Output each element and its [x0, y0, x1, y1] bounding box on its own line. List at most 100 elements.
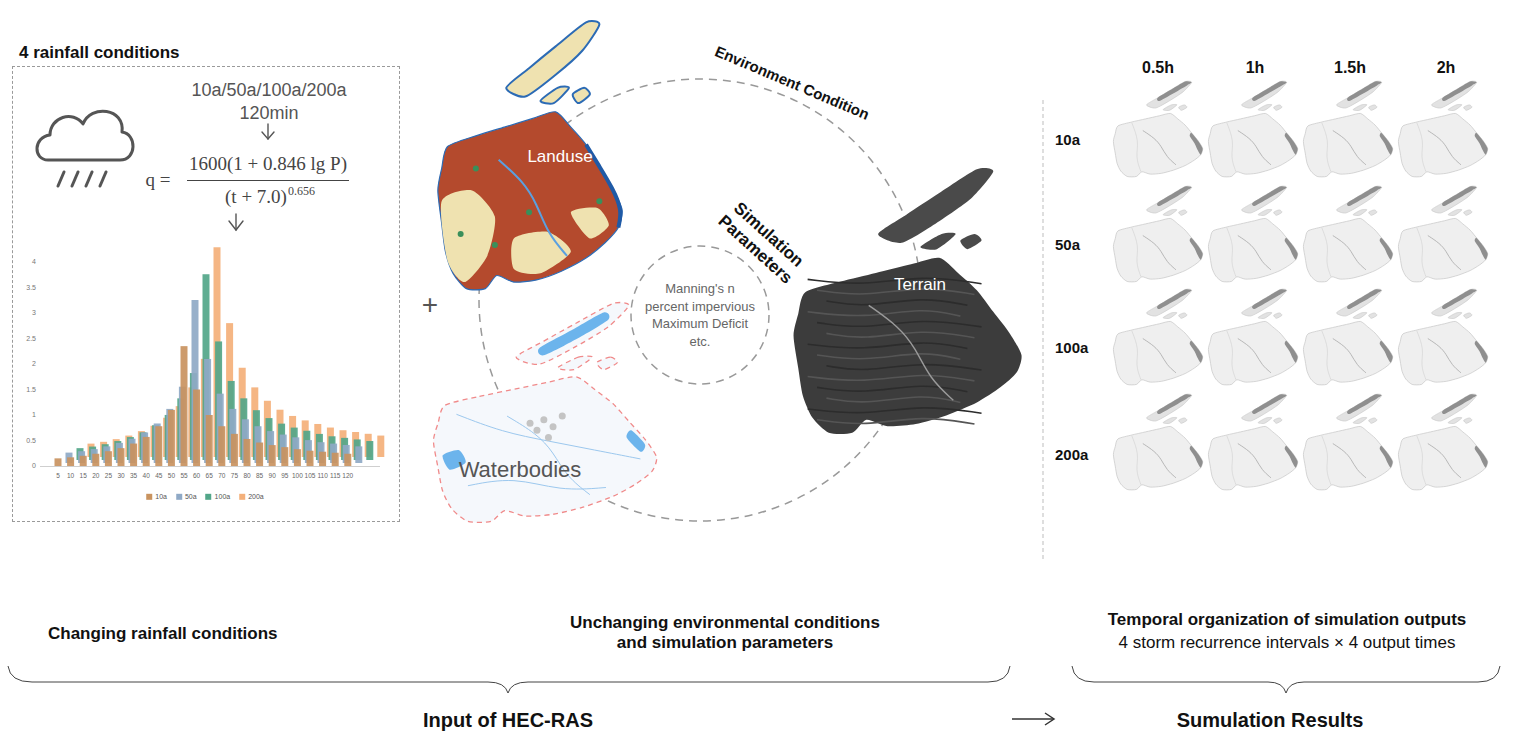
row-header: 50a — [1055, 236, 1080, 254]
legend-item: 50a — [176, 493, 197, 501]
district-line — [1227, 436, 1236, 485]
mini-island — [1353, 209, 1367, 215]
rain-bar — [80, 456, 87, 466]
mini-island — [1258, 104, 1272, 110]
mini-island — [1448, 312, 1462, 318]
x-tick: 105 — [305, 472, 316, 480]
district-line — [1417, 436, 1426, 485]
x-tick: 75 — [231, 472, 238, 480]
flood-strip — [1347, 394, 1382, 414]
y-tick: 4 — [32, 258, 36, 266]
text-holder: 1600(1 + 0.846 lg P) — [189, 153, 347, 176]
x-tick: 90 — [269, 472, 276, 480]
node-text: 10a/50a/100a/200a — [191, 80, 346, 102]
text-holder: Temporal organization of simulation outp… — [1108, 610, 1467, 630]
river-line — [468, 480, 606, 489]
text-holder: 200a — [1055, 446, 1088, 464]
district-line — [1417, 331, 1426, 380]
island-landuse — [540, 87, 569, 104]
landuse-map-node: Landuse — [435, 18, 625, 293]
text-holder: 95 — [281, 472, 288, 480]
island-landuse — [573, 88, 590, 103]
text-holder: Input of HEC-RAS — [423, 708, 593, 732]
rain-bar — [377, 436, 384, 457]
x-tick: 20 — [92, 472, 99, 480]
island-waterbodies — [558, 356, 593, 370]
x-tick: 10 — [67, 472, 74, 480]
text-holder: 100 — [292, 472, 303, 480]
legend-text: 100a — [215, 493, 231, 501]
district-line — [1227, 123, 1236, 172]
landuse-patch — [571, 207, 609, 238]
result-map — [1208, 289, 1297, 385]
district-line — [1417, 123, 1426, 172]
rain-bar — [344, 454, 351, 466]
text-holder: Landuse — [527, 147, 592, 167]
landuse-map — [438, 112, 622, 290]
formula-text: 1600(1 + 0.846 lg P) — [189, 153, 347, 176]
text-holder: Terrain — [894, 275, 946, 295]
y-tick: 2 — [32, 360, 36, 368]
mini-island — [1353, 312, 1367, 318]
district-line — [1132, 123, 1141, 172]
mini-island — [1369, 105, 1377, 110]
flood-strip — [1285, 238, 1298, 260]
text-holder: 55 — [180, 472, 187, 480]
text-holder: q = — [146, 169, 171, 192]
rain-line — [100, 172, 106, 186]
y-tick: 3.5 — [26, 283, 36, 291]
text-holder: 25 — [105, 472, 112, 480]
text-holder: 0.5h — [1142, 58, 1174, 77]
mini-island — [1464, 418, 1472, 423]
text-holder: Manning's n percent impervious Maximum D… — [644, 280, 756, 350]
mini-island — [1274, 210, 1282, 215]
mini-map — [1303, 321, 1392, 384]
x-tick: 85 — [256, 472, 263, 480]
mini-map — [1303, 426, 1392, 489]
text-holder: 15 — [80, 472, 87, 480]
x-tick: 80 — [243, 472, 250, 480]
green-patch — [458, 231, 464, 237]
x-tick: 100 — [292, 472, 303, 480]
text-holder: 10a/50a/100a/200a — [191, 80, 346, 102]
divider-line — [1043, 100, 1044, 560]
row-header: 100a — [1055, 339, 1088, 357]
terrain-texture — [808, 408, 982, 413]
result-map — [1113, 289, 1202, 385]
landuse-patch — [441, 190, 495, 282]
formula-text: q = — [146, 169, 171, 192]
x-tick: 60 — [193, 472, 200, 480]
node-heading: Terrain — [894, 275, 946, 295]
flood-strip — [1475, 238, 1488, 260]
legend-item: 100a — [206, 493, 231, 501]
text-holder: 1h — [1246, 58, 1265, 77]
brace — [1072, 666, 1500, 693]
terrain-texture — [826, 365, 981, 370]
rain-bar — [231, 434, 238, 466]
result-map — [1113, 81, 1202, 177]
mini-island — [1163, 312, 1177, 318]
text-holder: 4 rainfall conditions — [19, 43, 180, 63]
arrow-head — [262, 132, 274, 139]
flood-strip — [1190, 446, 1203, 468]
chart-baseline — [40, 466, 380, 467]
mini-island — [1448, 209, 1462, 215]
text-holder: 35 — [130, 472, 137, 480]
mini-island — [1163, 104, 1177, 110]
legend-text: 200a — [248, 493, 264, 501]
section-caption: Temporal organization of simulation outp… — [1108, 610, 1467, 630]
mini-island — [1431, 394, 1476, 421]
text-holder: 0.656 — [288, 183, 315, 197]
arrow-head — [229, 221, 243, 230]
text-holder: 85 — [256, 472, 263, 480]
legend-item: 200a — [239, 493, 264, 501]
x-tick: 5 — [56, 472, 60, 480]
mini-island — [1146, 289, 1191, 316]
flood-strip — [1475, 341, 1488, 363]
text-holder: 40 — [143, 472, 150, 480]
column-header: 0.5h — [1142, 58, 1174, 77]
rainfall-panel: 4 rainfall conditions10a/50a/100a/200a12… — [12, 66, 400, 522]
terrain-texture — [817, 386, 967, 391]
flood-strip — [1442, 81, 1477, 101]
text-holder: + — [422, 288, 438, 322]
